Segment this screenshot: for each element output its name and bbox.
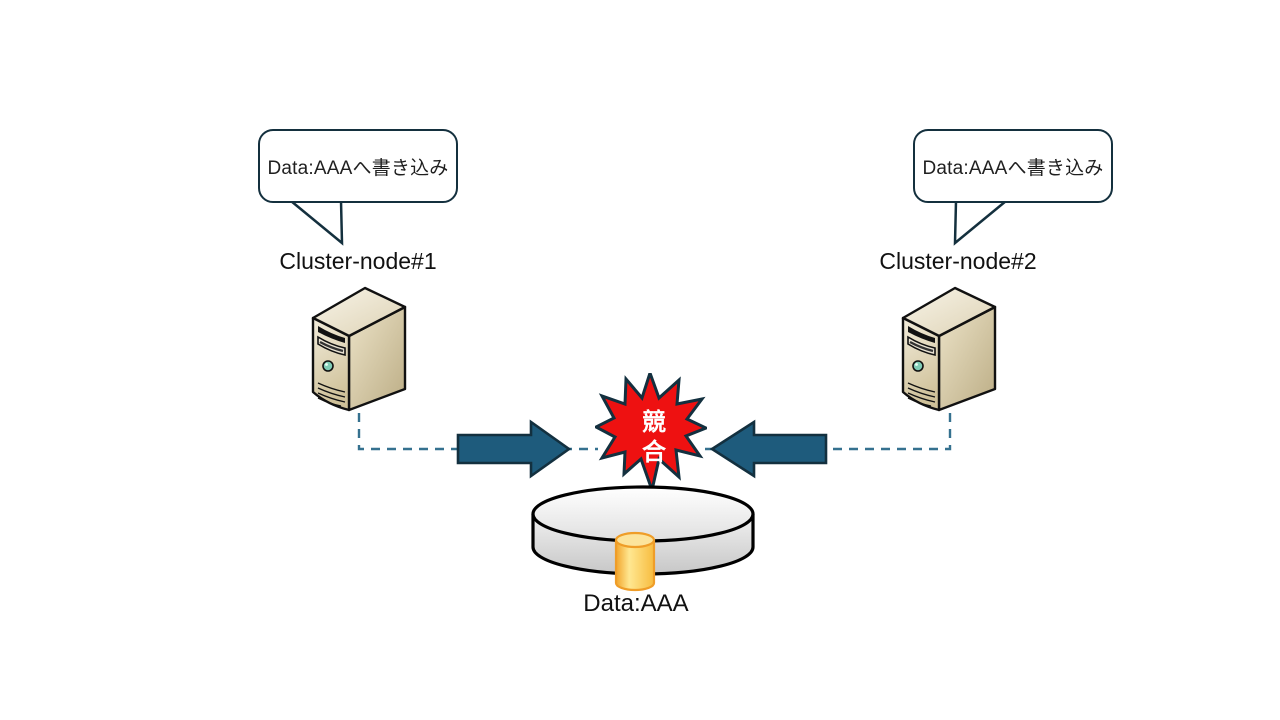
conflict-label: 競合 [637,409,665,469]
speech-bubble-node1-text: Data:AAAへ書き込み [267,157,449,179]
node2-label: Cluster-node#2 [879,248,1037,274]
server-icon-node1 [311,286,407,412]
datastore-label: Data:AAA [583,590,689,617]
arrow-left-icon [709,419,828,479]
arrow-right-icon [456,419,572,479]
database-disk-icon [531,485,755,592]
data-cylinder-icon [614,531,656,592]
node1-label: Cluster-node#1 [279,248,437,274]
dashed-connector-right [701,413,952,451]
speech-bubble-node1-tail [290,200,344,246]
speech-bubble-node2: Data:AAAへ書き込み [913,129,1113,203]
speech-bubble-node1: Data:AAAへ書き込み [258,129,458,203]
server-icon-node2 [901,286,997,412]
speech-bubble-node2-text: Data:AAAへ書き込み [922,157,1104,179]
speech-bubble-node2-tail [953,200,1007,246]
